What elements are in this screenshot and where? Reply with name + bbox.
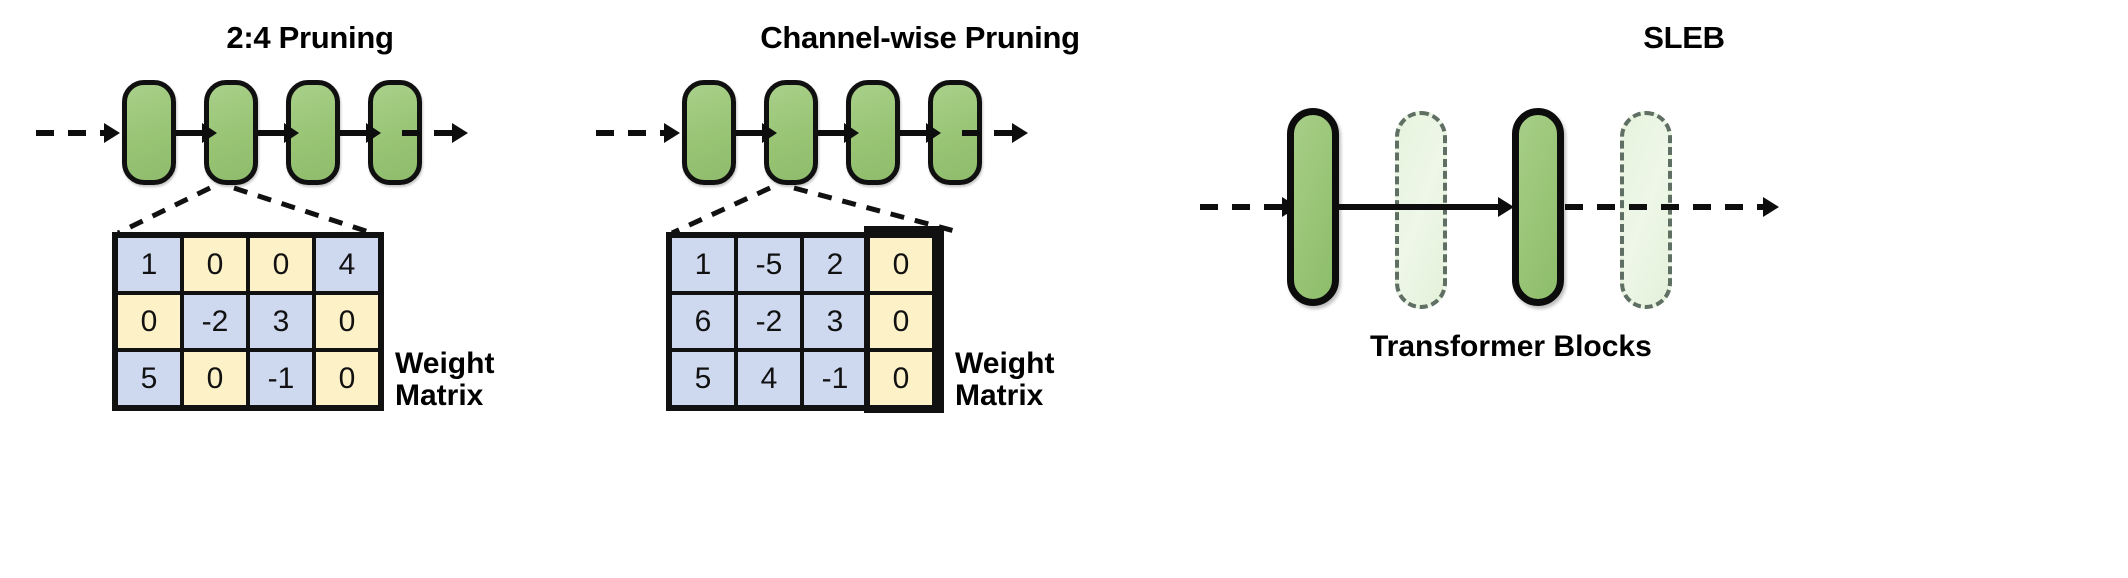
- sleb-block-3-kept[interactable]: [1512, 108, 1564, 306]
- dashed-arrow-right-icon-input-p3: [1200, 197, 1298, 217]
- solid-arrow-right-icon-3-p1: [340, 122, 381, 143]
- dashed-arrow-right-icon-output-p1: [402, 123, 468, 143]
- matrix-cell: 1: [672, 238, 734, 291]
- matrix-cell: 3: [250, 295, 312, 348]
- page-title-channel-wise-pruning: Channel-wise Pruning: [760, 20, 1080, 55]
- dashed-arrow-right-icon-input-p2: [596, 123, 680, 143]
- matrix-cell: 4: [738, 352, 800, 405]
- solid-arrow-head-icon-skip-p3: [1498, 197, 1514, 217]
- matrix-cell: 0: [118, 295, 180, 348]
- matrix-cell: 0: [870, 352, 932, 405]
- matrix-cell: -2: [738, 295, 800, 348]
- sleb-block-4-removed[interactable]: [1620, 111, 1672, 309]
- solid-arrow-right-icon-skip-p3: [1338, 204, 1502, 210]
- dashed-arrow-right-icon-input-p1: [36, 123, 120, 143]
- matrix-cell: 4: [316, 238, 378, 291]
- sleb-transformer-blocks-caption: Transformer Blocks: [1370, 330, 1652, 363]
- transformer-block-row-p2: [682, 80, 982, 185]
- matrix-cell: 5: [672, 352, 734, 405]
- matrix-cell: -2: [184, 295, 246, 348]
- matrix-cell: 3: [804, 295, 866, 348]
- dashed-arrow-right-icon-output-p2: [962, 123, 1028, 143]
- matrix-cell: 0: [870, 295, 932, 348]
- matrix-cell: 0: [316, 295, 378, 348]
- weight-matrix-caption-p1: Weight Matrix: [395, 347, 495, 412]
- page-title-sleb: SLEB: [1643, 20, 1725, 55]
- matrix-cell: 0: [184, 352, 246, 405]
- matrix-cell: -1: [804, 352, 866, 405]
- green-block-1-p2[interactable]: [682, 80, 736, 185]
- matrix-cell: 0: [316, 352, 378, 405]
- page-title-2-4-pruning: 2:4 Pruning: [226, 20, 394, 55]
- dashed-callout-line-icon-p2: [670, 185, 963, 236]
- solid-arrow-right-icon-1-p2: [736, 122, 777, 143]
- matrix-cell: 2: [804, 238, 866, 291]
- panel-sleb: SLEB Transformer Blocks: [1200, 0, 2128, 578]
- solid-arrow-right-icon-2-p1: [258, 122, 299, 143]
- solid-arrow-right-icon-3-p2: [900, 122, 941, 143]
- solid-arrow-right-icon-2-p2: [818, 122, 859, 143]
- matrix-cell: 6: [672, 295, 734, 348]
- weight-matrix-channel-wise: 1 -5 2 0 6 -2 3 0 5 4 -1 0: [666, 232, 938, 411]
- matrix-cell: 0: [184, 238, 246, 291]
- sleb-block-1-kept[interactable]: [1287, 108, 1339, 306]
- dashed-arrow-right-icon-output-p3: [1565, 197, 1779, 217]
- sleb-block-stage: [1200, 0, 2128, 578]
- dashed-callout-line-icon-p1: [116, 185, 373, 236]
- transformer-block-row-p1: [122, 80, 422, 185]
- weight-matrix-caption-p2: Weight Matrix: [955, 347, 1055, 412]
- sleb-block-2-removed[interactable]: [1395, 111, 1447, 309]
- matrix-cell: 0: [870, 238, 932, 291]
- matrix-cell: 1: [118, 238, 180, 291]
- matrix-cell: -1: [250, 352, 312, 405]
- panel-channel-wise-pruning: Channel-wise Pruning 1 -5 2 0 6 -2 3 0 5: [596, 0, 1240, 578]
- green-block-1-p1[interactable]: [122, 80, 176, 185]
- weight-matrix-2-4-pruning: 1 0 0 4 0 -2 3 0 5 0 -1 0: [112, 232, 384, 411]
- panel-2-4-pruning: 2:4 Pruning 1 0 0 4 0 -2 3: [0, 0, 620, 578]
- solid-arrow-right-icon-1-p1: [176, 122, 217, 143]
- matrix-cell: 0: [250, 238, 312, 291]
- matrix-cell: -5: [738, 238, 800, 291]
- matrix-cell: 5: [118, 352, 180, 405]
